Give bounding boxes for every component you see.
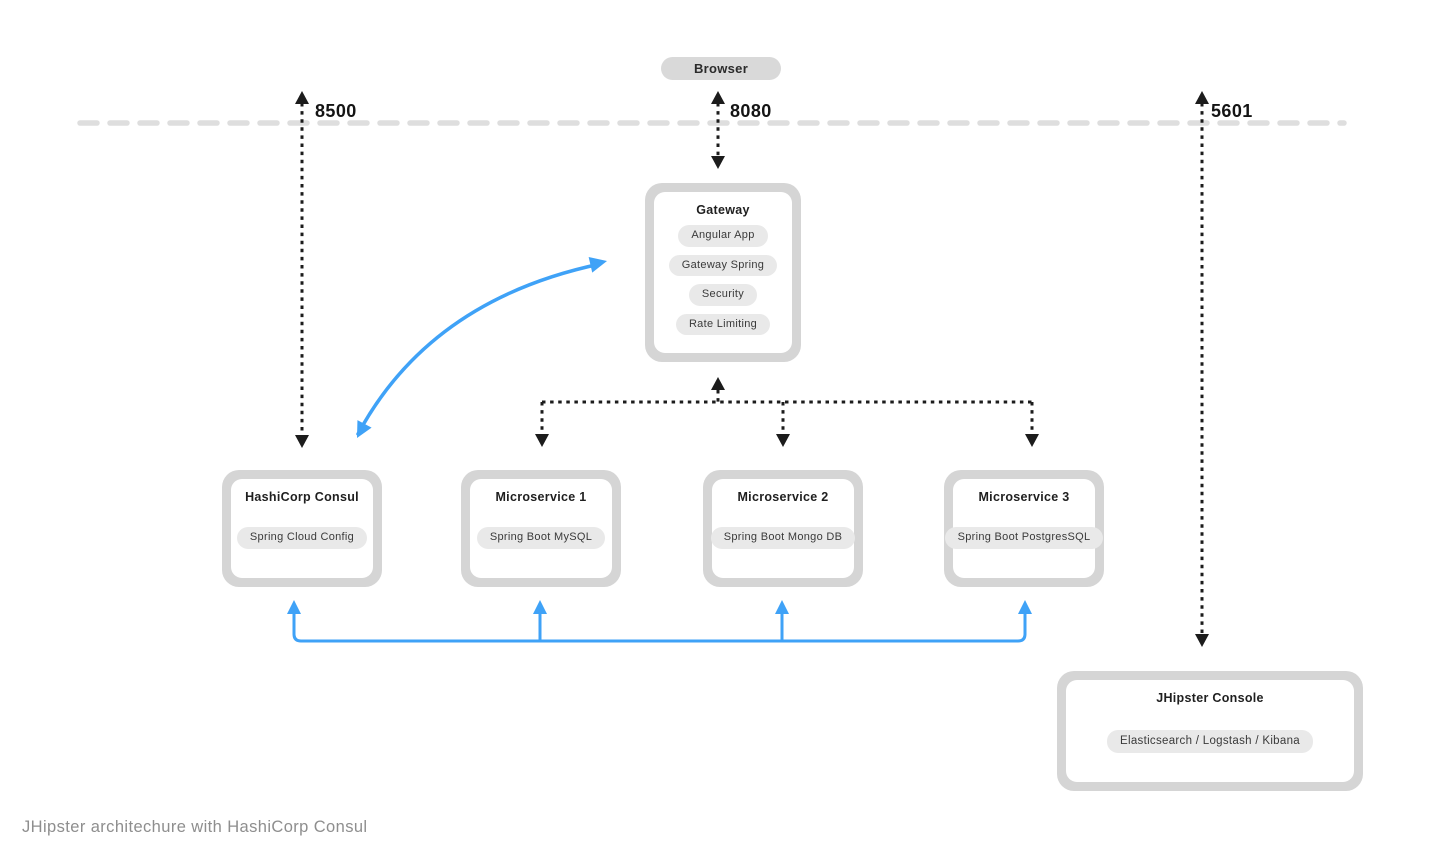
service-registry-connector	[287, 600, 1032, 643]
service-item-pill: Spring Cloud Config	[236, 527, 368, 549]
arrow-port-5601	[1195, 91, 1209, 647]
console-item-pill: Elasticsearch / Logstash / Kibana	[1107, 730, 1313, 753]
service-title: Microservice 1	[495, 490, 587, 504]
arrow-port-8500	[295, 91, 309, 448]
service-title: HashiCorp Consul	[245, 490, 359, 504]
console-title: JHipster Console	[1156, 691, 1264, 705]
gateway-title: Gateway	[696, 203, 750, 217]
arrow-port-8080	[711, 91, 725, 169]
gateway-to-microservices-branch	[535, 377, 1039, 447]
service-item-pill: Spring Boot PostgresSQL	[944, 527, 1104, 549]
diagram-caption: JHipster architechure with HashiCorp Con…	[22, 818, 368, 836]
service-box-microservice-2: Microservice 2 Spring Boot Mongo DB	[703, 470, 863, 587]
gateway-item-angular-app: Angular App	[678, 225, 768, 247]
gateway-item-rate-limiting: Rate Limiting	[675, 313, 771, 336]
gateway-item-security: Security	[688, 284, 758, 306]
service-title: Microservice 2	[737, 490, 829, 504]
gateway-box: Gateway Angular App Gateway Spring Secur…	[645, 183, 801, 362]
service-title: Microservice 3	[978, 490, 1070, 504]
service-box-hashicorp-consul: HashiCorp Consul Spring Cloud Config	[222, 470, 382, 587]
service-box-microservice-1: Microservice 1 Spring Boot MySQL	[461, 470, 621, 587]
service-item-pill: Spring Boot MySQL	[476, 527, 606, 549]
browser-node: Browser	[661, 57, 781, 80]
service-box-microservice-3: Microservice 3 Spring Boot PostgresSQL	[944, 470, 1104, 587]
gateway-consul-sync-arrow	[356, 257, 607, 438]
browser-label: Browser	[693, 61, 749, 76]
service-item-pill: Spring Boot Mongo DB	[710, 527, 856, 549]
port-label-5601: 5601	[1211, 101, 1253, 121]
port-label-8500: 8500	[315, 101, 357, 121]
jhipster-console-box: JHipster Console Elasticsearch / Logstas…	[1057, 671, 1363, 791]
gateway-item-gateway-spring: Gateway Spring	[668, 254, 778, 277]
port-label-8080: 8080	[730, 101, 772, 121]
